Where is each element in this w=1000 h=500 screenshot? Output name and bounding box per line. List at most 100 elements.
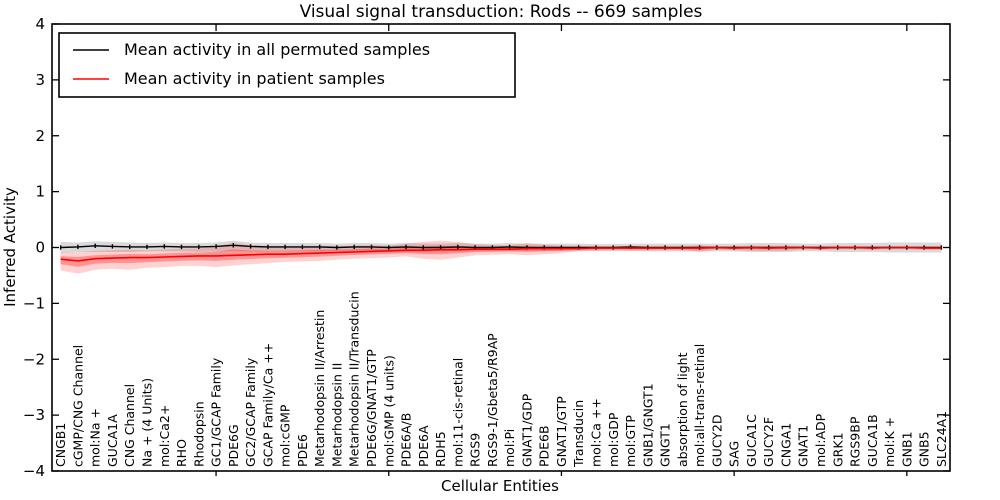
x-category-label: mol:11-cis-retinal (450, 358, 465, 467)
y-tick-label: −2 (23, 350, 45, 368)
permuted-marker (353, 244, 355, 250)
x-category-label: CNGB1 (53, 423, 68, 467)
x-category-label: RHO (174, 439, 189, 467)
x-category-label: GNB5 (917, 431, 932, 467)
permuted-marker (457, 244, 459, 250)
permuted-marker (388, 245, 390, 250)
x-category-label: mol:GDP (606, 412, 621, 467)
permuted-marker (249, 244, 252, 249)
permuted-marker (284, 244, 286, 250)
permuted-marker (180, 244, 183, 250)
y-tick-label: −3 (23, 406, 45, 424)
permuted-marker (526, 245, 528, 250)
permuted-marker (543, 245, 545, 250)
x-category-label: Metarhodopsin II/Arrestin (312, 310, 327, 467)
y-tick-label: 4 (35, 15, 45, 33)
x-category-label: cGMP/CNG Channel (70, 345, 85, 467)
permuted-marker (267, 244, 269, 250)
x-category-label: absorption of light (675, 352, 690, 467)
x-category-label: Rhodopsin (191, 401, 206, 467)
x-category-label: GNGT1 (658, 423, 673, 467)
legend-label-patient: Mean activity in patient samples (124, 69, 385, 88)
patient-band-outer (60, 240, 942, 274)
x-category-label: mol:Ca ++ (589, 398, 604, 467)
permuted-marker (474, 245, 476, 250)
x-category-label: RGS9 (468, 433, 483, 467)
x-axis-label: Cellular Entities (441, 477, 559, 495)
permuted-marker (422, 245, 424, 250)
x-category-label: mol:GTP (623, 415, 638, 467)
x-category-label: RDH5 (433, 431, 448, 467)
x-category-label: mol:all-trans-retinal (692, 344, 707, 467)
permuted-marker (111, 244, 114, 249)
x-category-label: PDE6 (295, 434, 310, 467)
permuted-marker (319, 244, 321, 250)
x-category-label: Transducin (571, 400, 586, 468)
x-category-label: CNGA1 (778, 423, 793, 467)
x-category-label: mol:Ca2+ (157, 405, 172, 467)
permuted-marker (129, 244, 131, 250)
x-category-label: GUCY2F (761, 417, 776, 467)
permuted-marker (146, 244, 148, 250)
y-tick-label: −1 (23, 294, 45, 312)
permuted-marker (336, 245, 338, 250)
y-tick-label: 3 (35, 71, 45, 89)
x-category-label: mol:ADP (813, 413, 828, 467)
x-category-label: GC2/GCAP Family (243, 357, 258, 467)
x-category-label: GNAT1/GDP (519, 393, 534, 467)
permuted-marker (405, 244, 407, 250)
permuted-marker (370, 244, 373, 250)
x-category-label: GNB1/GNGT1 (640, 383, 655, 467)
permuted-marker (508, 244, 511, 250)
legend-label-permuted: Mean activity in all permuted samples (124, 40, 430, 59)
x-category-label: GNAT1 (796, 425, 811, 467)
permuted-marker (560, 245, 563, 250)
permuted-marker (163, 244, 165, 249)
x-category-label: Metarhodopsin II (329, 363, 344, 467)
x-category-label: GUCA1B (865, 414, 880, 467)
chart-title: Visual signal transduction: Rods -- 669 … (300, 2, 703, 22)
x-category-label: RGS9BP (848, 416, 863, 467)
x-category-label: SLC24A1 (934, 411, 949, 467)
y-tick-label: 1 (35, 183, 45, 201)
x-category-label: RGS9-1/Gbeta5/R9AP (485, 333, 500, 467)
x-category-label: PDE6A (416, 425, 431, 467)
series-lines (59, 243, 943, 262)
axis-ticks (52, 23, 950, 476)
x-category-label: SAG (727, 441, 742, 467)
y-tick-label: −4 (23, 462, 45, 480)
permuted-marker (215, 244, 217, 249)
x-category-label: mol:Na + (88, 408, 103, 467)
x-category-label: mol:GMP (4 units) (381, 355, 396, 467)
x-category-label: Na + (4 Units) (140, 378, 155, 467)
x-category-label: CNG Channel (122, 384, 137, 467)
legend: Mean activity in all permuted samples Me… (58, 32, 516, 98)
x-category-label: GNAT1/GTP (554, 396, 569, 467)
permuted-marker (578, 245, 580, 250)
x-category-label: GCAP Family/Ca ++ (260, 343, 275, 467)
patient-band-inner (60, 245, 942, 267)
x-category-label: mol:cGMP (278, 404, 293, 467)
x-category-label: PDE6G/GNAT1/GTP (364, 349, 379, 467)
y-tick-label: 2 (35, 127, 45, 145)
x-category-label: GNB1 (899, 431, 914, 467)
x-category-label: mol:Pi (502, 429, 517, 467)
permuted-marker (198, 244, 200, 250)
x-category-label: PDE6B (537, 425, 552, 467)
permuted-marker (232, 243, 234, 248)
x-category-label: GUCA1A (105, 414, 120, 467)
x-category-label: PDE6A/B (399, 413, 414, 467)
x-category-label: mol:K + (882, 417, 897, 467)
permuted-marker (439, 245, 442, 250)
x-category-label: GUCY2D (709, 414, 724, 467)
x-category-label: PDE6G (226, 424, 241, 467)
permuted-marker (301, 244, 304, 250)
x-category-label: Metarhodopsin II/Transducin (347, 291, 362, 467)
x-category-label: GUCA1C (744, 414, 759, 467)
x-category-label: GRK1 (830, 432, 845, 467)
permuted-marker (491, 245, 494, 250)
x-category-label: GC1/GCAP Family (209, 357, 224, 467)
